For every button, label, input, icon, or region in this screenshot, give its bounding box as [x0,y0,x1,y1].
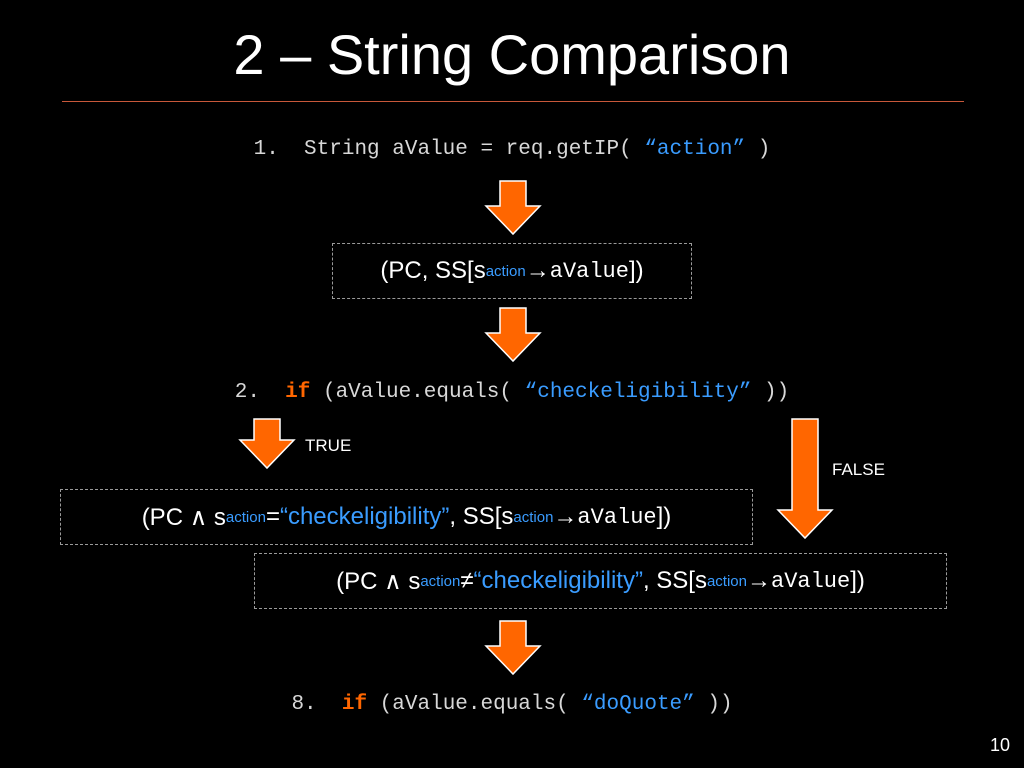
true-branch-arrow-icon [238,418,296,470]
code-line-2: 2. if (aValue.equals( “checkeligibility”… [0,381,1024,404]
state1-var: aValue [549,258,629,284]
state1-subscript: action [485,262,526,280]
code-line-8-middle: (aValue.equals( [367,693,582,716]
state-true-open: (PC ∧ s [141,503,226,531]
state1-open: (PC, SS[s [380,257,486,284]
slide-title: 2 – String Comparison [233,23,791,86]
title-divider [62,101,964,102]
code-line-1-prefix: 1. String aValue = req.getIP( [253,138,645,161]
state-true-var: aValue [577,504,657,530]
state1-close: ]) [628,257,644,284]
state-false-mid: , SS[s [642,567,707,594]
state-true-string: “checkeligibility” [279,503,450,530]
state-true-arrow: → [553,503,578,530]
code-line-2-prefix: 2. [234,381,286,404]
code-line-2-keyword: if [285,381,311,404]
state-false-subscript: action [420,572,461,590]
code-line-8-string: “doQuote” [581,693,695,716]
code-line-2-suffix: )) [751,381,790,404]
code-line-8: 8. if (aValue.equals( “doQuote” )) [0,693,1024,716]
code-line-8-prefix: 8. [291,693,342,716]
code-line-2-middle: (aValue.equals( [310,381,525,404]
state-false-var: aValue [771,568,851,594]
code-line-1-string: “action” [644,138,746,161]
code-line-1-suffix: ) [745,138,771,161]
state-true-subscript-2: action [513,508,554,526]
flow-arrow-down-icon [484,307,542,363]
state-true-mid: , SS[s [449,503,514,530]
state-false-string: “checkeligibility” [473,567,643,594]
state-false-close: ]) [850,567,865,594]
true-branch-label: TRUE [305,436,352,455]
flow-arrow-down-icon [484,620,542,676]
state-false-arrow: → [747,567,771,594]
state1-arrow: → [525,257,550,284]
state-true-op: = [265,503,280,530]
state-true-close: ]) [656,503,672,530]
state-true-subscript: action [225,508,266,526]
page-number: 10 [989,735,1010,755]
state-false-open: (PC ∧ s [336,567,421,595]
code-line-1: 1. String aValue = req.getIP( “action” ) [0,138,1024,161]
code-line-8-suffix: )) [694,693,733,716]
state-false-subscript-2: action [706,572,747,590]
false-branch-label: FALSE [832,460,885,479]
state-false-op: ≠ [460,567,474,594]
code-line-2-string: “checkeligibility” [524,381,752,404]
code-line-8-keyword: if [341,693,368,716]
false-branch-arrow-icon [776,418,834,540]
flow-arrow-down-icon [484,180,542,236]
